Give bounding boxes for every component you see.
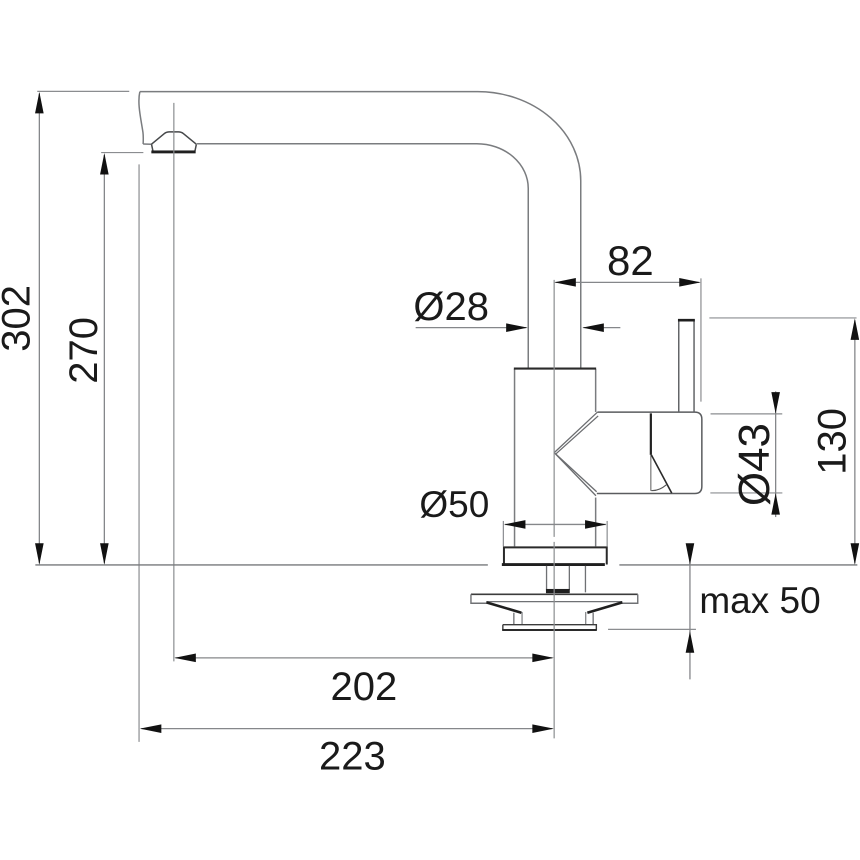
svg-text:max 50: max 50 (699, 580, 820, 621)
svg-text:Ø50: Ø50 (419, 484, 489, 525)
svg-text:302: 302 (0, 285, 38, 352)
svg-text:Ø28: Ø28 (413, 285, 489, 329)
svg-text:Ø43: Ø43 (730, 423, 779, 506)
svg-text:130: 130 (810, 408, 854, 475)
svg-text:202: 202 (330, 665, 397, 709)
svg-text:270: 270 (62, 317, 106, 384)
svg-text:82: 82 (607, 237, 654, 284)
svg-text:223: 223 (319, 734, 386, 778)
